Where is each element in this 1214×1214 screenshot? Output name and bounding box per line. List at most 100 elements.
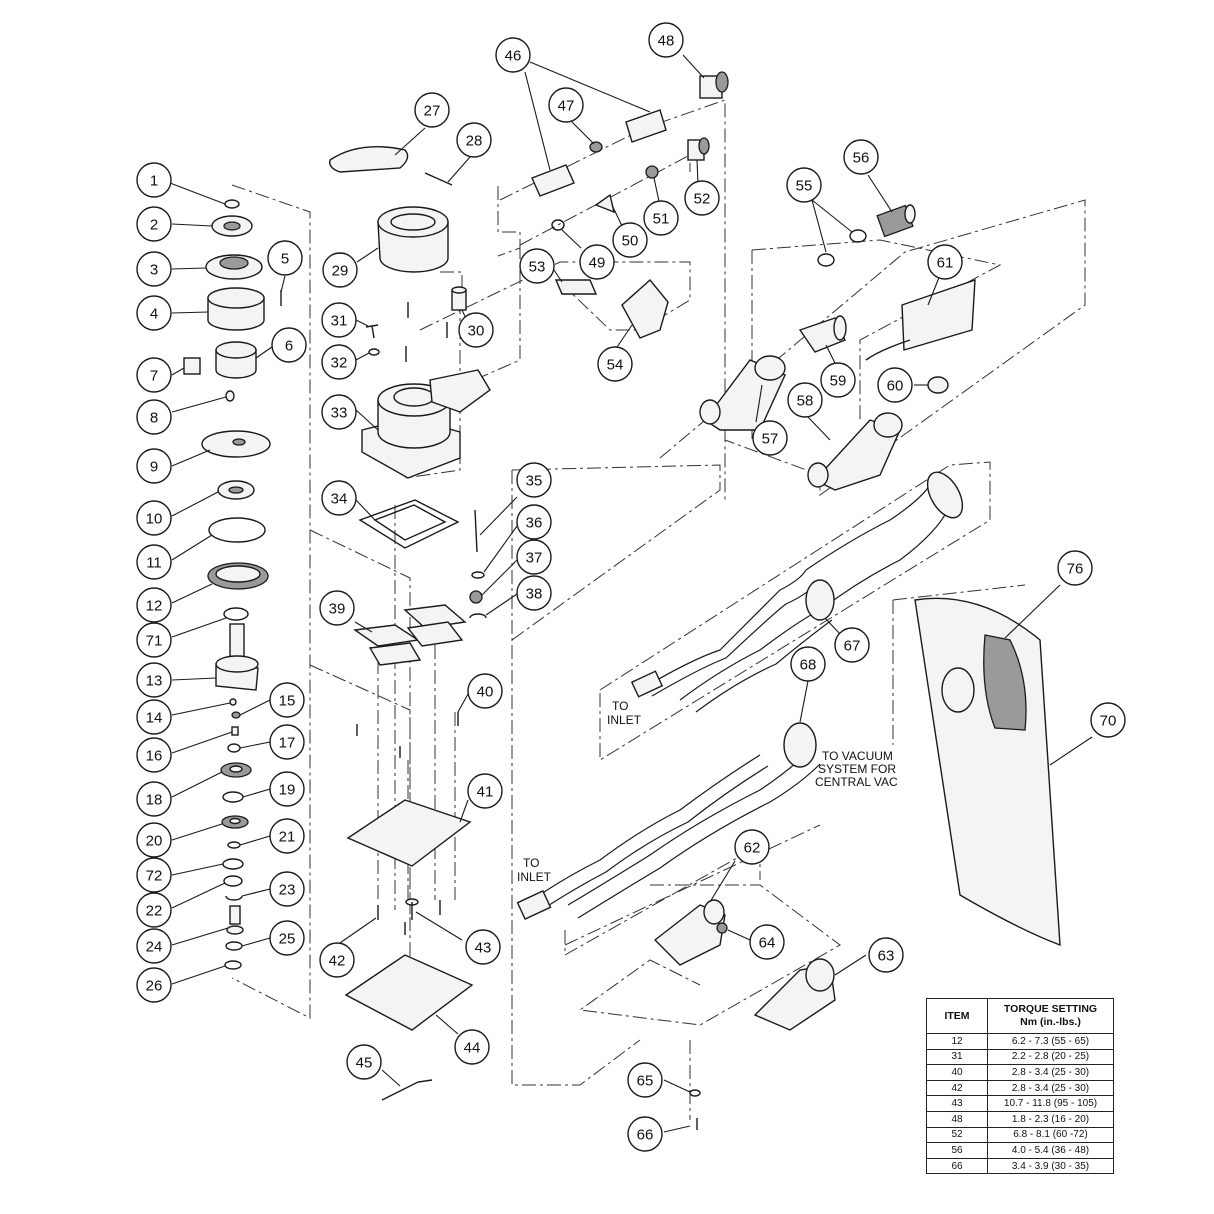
svg-text:66: 66 [637, 1127, 654, 1144]
callout-52: 52 [684, 180, 720, 216]
svg-text:34: 34 [331, 491, 348, 508]
part-41-pad-plate [346, 799, 472, 867]
callout-24: 24 [136, 928, 172, 964]
callout-47: 47 [548, 87, 584, 123]
torque-table-header-row: ITEM TORQUE SETTING Nm (in.-lbs.) [926, 998, 1114, 1034]
callout-25: 25 [269, 920, 305, 956]
callout-39: 39 [319, 590, 355, 626]
svg-text:16: 16 [146, 748, 163, 765]
part-12-housing-ring [207, 562, 269, 590]
svg-text:55: 55 [796, 178, 813, 195]
part-67-cuff [805, 579, 835, 621]
callout-41: 41 [467, 773, 503, 809]
part-18-bearing [220, 762, 252, 778]
svg-text:3: 3 [150, 262, 158, 279]
callout-30: 30 [458, 312, 494, 348]
part-49-o-ring [551, 219, 565, 231]
hose-assembly-lower [516, 722, 821, 921]
callout-40: 40 [467, 673, 503, 709]
svg-text:5: 5 [281, 251, 289, 268]
part-7-vane [183, 357, 201, 375]
part-31-screw [365, 324, 379, 339]
callout-17: 17 [269, 724, 305, 760]
callout-58: 58 [787, 382, 823, 418]
svg-text:33: 33 [331, 405, 348, 422]
callout-19: 19 [269, 771, 305, 807]
part-76-clip [983, 634, 1027, 731]
part-15-seal [231, 711, 241, 719]
to-vacuum-line2: SYSTEM FOR [818, 762, 896, 776]
callout-54: 54 [597, 346, 633, 382]
part-9-end-plate [201, 430, 271, 458]
svg-text:7: 7 [150, 368, 158, 385]
part-52-inlet-fitting [687, 137, 710, 161]
svg-text:61: 61 [937, 255, 954, 272]
hose-assembly-upper [630, 471, 964, 713]
svg-text:47: 47 [558, 98, 575, 115]
part-68-cuff [783, 722, 817, 768]
row-item: 52 [926, 1126, 988, 1144]
row-setting: 10.7 - 11.8 (95 - 105) [987, 1095, 1114, 1112]
svg-text:67: 67 [844, 638, 861, 655]
callout-12: 12 [136, 587, 172, 623]
callout-66: 66 [627, 1116, 663, 1152]
row-item: 31 [926, 1048, 988, 1066]
callout-76: 76 [1057, 550, 1093, 586]
callout-2: 2 [136, 206, 172, 242]
part-23-retaining-ring [225, 895, 243, 901]
svg-text:42: 42 [329, 953, 346, 970]
callout-49: 49 [579, 244, 615, 280]
callout-59: 59 [820, 362, 856, 398]
callout-36: 36 [516, 504, 552, 540]
svg-text:39: 39 [329, 601, 346, 618]
part-17-retainer [227, 743, 241, 753]
callout-42: 42 [319, 942, 355, 978]
callout-53: 53 [519, 248, 555, 284]
svg-text:63: 63 [878, 948, 895, 965]
svg-text:76: 76 [1067, 561, 1084, 578]
callout-55: 55 [786, 167, 822, 203]
callout-6: 6 [271, 327, 307, 363]
part-45-hex-key [381, 1079, 433, 1101]
svg-text:27: 27 [424, 103, 441, 120]
callout-60: 60 [877, 367, 913, 403]
svg-text:48: 48 [658, 33, 675, 50]
part-65-washer [689, 1089, 701, 1097]
svg-text:13: 13 [146, 673, 163, 690]
row-setting: 2.2 - 2.8 (20 - 25) [987, 1048, 1114, 1066]
part-55-o-ring-a [817, 253, 835, 267]
callout-37: 37 [516, 539, 552, 575]
callout-35: 35 [516, 462, 552, 498]
svg-text:9: 9 [150, 459, 158, 476]
part-64-nut [716, 922, 728, 934]
callout-20: 20 [136, 822, 172, 858]
callout-64: 64 [749, 924, 785, 960]
callout-10: 10 [136, 500, 172, 536]
callout-50: 50 [612, 222, 648, 258]
svg-text:20: 20 [146, 833, 163, 850]
callout-3: 3 [136, 251, 172, 287]
row-item: 66 [926, 1157, 988, 1175]
svg-text:15: 15 [279, 693, 296, 710]
row-item: 43 [926, 1095, 988, 1112]
callout-62: 62 [734, 829, 770, 865]
svg-text:11: 11 [146, 555, 162, 572]
part-59-sleeve [798, 315, 847, 353]
part-60-cap [927, 376, 949, 394]
svg-text:43: 43 [475, 940, 492, 957]
part-56-swivel-fitting [876, 204, 916, 238]
callout-29: 29 [322, 252, 358, 288]
callout-57: 57 [752, 420, 788, 456]
svg-text:17: 17 [279, 735, 296, 752]
callout-43: 43 [465, 929, 501, 965]
part-26-washer [224, 960, 242, 970]
svg-text:50: 50 [622, 233, 639, 250]
svg-text:60: 60 [887, 378, 904, 395]
part-38-retaining-ring [469, 613, 487, 619]
callouts: 1 2 3 4 5 6 7 8 9 10 11 12 71 13 14 15 1… [136, 22, 1126, 1152]
svg-text:30: 30 [468, 323, 485, 340]
